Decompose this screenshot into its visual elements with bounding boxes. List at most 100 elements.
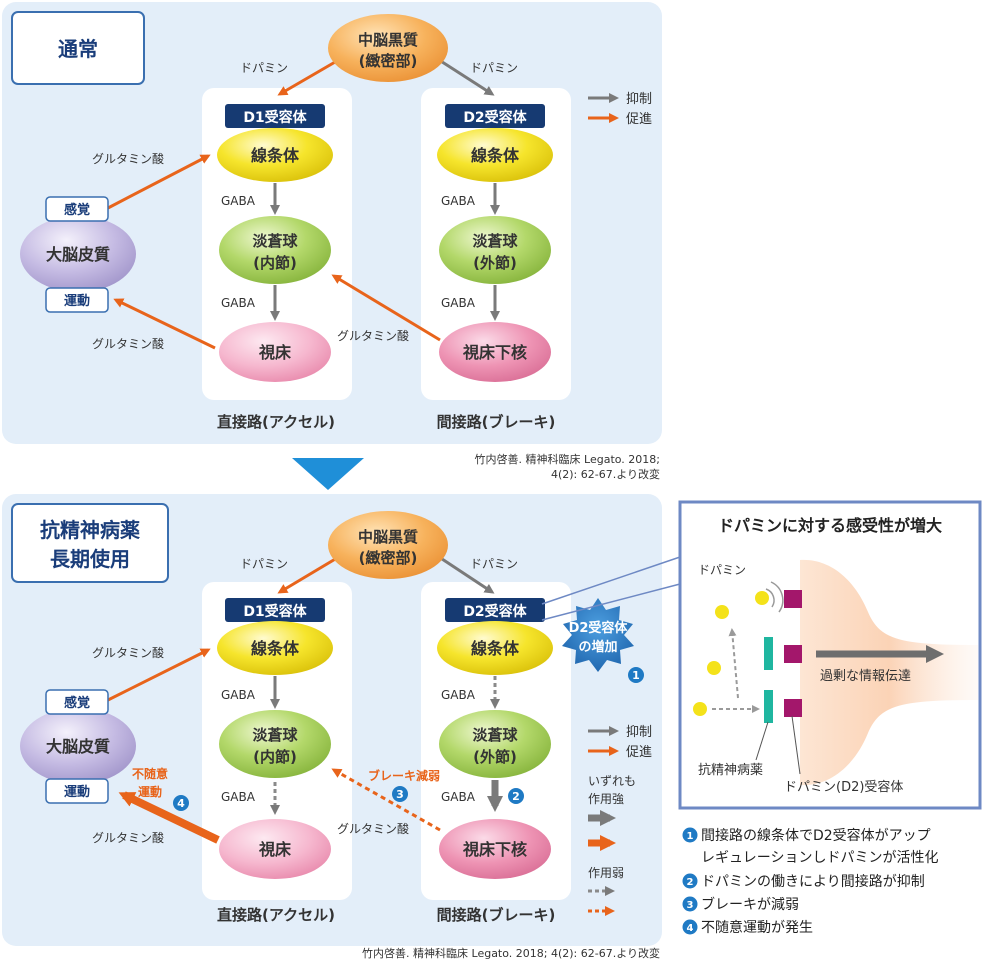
d1-receptor-label-2: D1受容体 [243,603,307,620]
note-3-badge-label: 3 [687,900,694,911]
dopamine-label-left-2: ドパミン [240,557,288,571]
glutamate-arrow-cortex-striatum-2 [107,648,211,702]
glutamate-label-stn: グルタミン酸 [337,328,409,343]
striatum-indirect-node-2 [437,621,553,675]
sensory-label: 感覚 [64,202,90,218]
antipsychotic-block-1 [764,637,773,670]
badge-2 [508,788,524,804]
signal-wave-outer [770,581,784,613]
motor-label: 運動 [64,293,90,309]
receptor-pointer [791,715,801,775]
glutamate-arrow-thalamus-cortex [113,298,216,350]
sensory-box-2 [45,689,109,715]
substantia-nigra-node-2 [328,511,448,579]
dopamine-molecule-2 [755,591,769,605]
striatum-indirect-node [437,128,553,182]
legend-strong-line2: 作用強 [588,792,624,806]
note-1-line2: レギュレーションしドパミンが活性化 [701,850,938,866]
involuntary-label-line1: 不随意 [132,766,168,781]
inset-title: ドパミンに対する感受性が増大 [718,516,942,535]
citation-2: 竹内啓善. 精神科臨床 Legato. 2018; 4(2): 62-67.より… [362,946,660,960]
glutamate-arrow-thalamus-cortex-2 [118,791,220,844]
legend-inhibit-label: 抑制 [626,92,652,107]
gpi-node-2 [219,710,331,778]
antipsychotic-pointer [755,721,769,761]
glutamate-label-bottom: グルタミン酸 [92,336,164,351]
snc-label-line2: (緻密部) [359,52,418,70]
stn-label-2: 視床下核 [462,840,527,859]
d2-receptor-label: D2受容体 [463,109,527,126]
note-2-badge [682,873,698,889]
dopamine-label-right: ドパミン [470,61,518,75]
striatum-direct-node [217,128,333,182]
striatum-direct-label: 線条体 [251,146,300,165]
receptor-3 [784,699,802,717]
indirect-pathway-label-2: 間接路(ブレーキ) [437,906,556,924]
gaba-label-2-3: GABA [441,688,476,702]
d2-receptor-label-box-2 [445,598,545,622]
thalamus-node [219,322,331,382]
note-4-line: 不随意運動が発生 [701,919,813,936]
d1-receptor-label: D1受容体 [243,109,307,126]
substantia-nigra-node [328,14,448,82]
receptor-1 [784,590,802,608]
title-box-2 [11,503,169,583]
legend-inhibit-label-2: 抑制 [626,725,652,740]
page-title: 通常 [58,37,98,61]
inset-connector-top [541,556,681,605]
note-2-line: ドパミンの働きにより間接路が抑制 [701,873,925,890]
gaba-label-4: GABA [441,296,476,310]
cortex-label: 大脳皮質 [46,245,110,264]
dopamine-arrow-d1-2 [277,553,343,594]
snc-label-line1: 中脳黒質 [358,31,418,49]
inset-dopamine-label: ドパミン [698,563,746,577]
excess-signal-label: 過剰な情報伝達 [820,669,911,684]
dopamine-molecule-3 [707,661,721,675]
title-box [11,11,145,85]
d2-increase-line1: D2受容体 [569,620,629,636]
gaba-label-2: GABA [221,296,256,310]
note-2-badge-label: 2 [687,877,694,888]
badge-2-label: 2 [512,790,520,803]
d2-receptor-label-box [445,104,545,128]
snc-label-2-line2: (緻密部) [359,549,418,567]
stn-node-2 [439,819,551,879]
gpi-label-line1: 淡蒼球 [252,232,298,250]
dopamine-arrow-d2 [435,56,495,96]
badge-3 [392,786,408,802]
citation-1-line2: 4(2): 62-67.より改変 [551,467,660,481]
thalamus-label: 視床 [258,343,292,362]
citation-1-line1: 竹内啓善. 精神科臨床 Legato. 2018; [475,452,660,466]
page-title-2-line1: 抗精神病薬 [40,518,140,542]
gpe-label-line1: 淡蒼球 [472,232,518,250]
transition-arrow [292,458,364,490]
stn-node [439,322,551,382]
indirect-pathway-label: 間接路(ブレーキ) [437,413,556,431]
badge-1-label: 1 [632,669,640,682]
note-1-line1: 間接路の線条体でD2受容体がアップ [701,827,931,844]
glutamate-label-bottom-2: グルタミン酸 [92,830,164,845]
receptor-2 [784,645,802,663]
note-4-badge-label: 4 [687,923,694,934]
legend-strong-line1: いずれも [588,774,636,788]
gpe-label-line2: (外節) [473,254,517,272]
cortex-label-2: 大脳皮質 [46,737,110,756]
badge-1 [628,667,644,683]
thalamus-node-2 [219,819,331,879]
motor-box [45,287,109,313]
legend-promote-label-2: 促進 [626,745,652,760]
gaba-label-1: GABA [221,194,256,208]
glutamate-label-stn-2: グルタミン酸 [337,821,409,836]
striatum-direct-label-2: 線条体 [251,639,300,658]
gpi-label-line2: (内節) [253,254,297,272]
dopamine-label-right-2: ドパミン [470,557,518,571]
direct-pathway-label: 直接路(アクセル) [217,413,335,431]
glutamate-label-top-2: グルタミン酸 [92,645,164,660]
striatum-direct-node-2 [217,621,333,675]
striatum-indirect-label: 線条体 [471,146,520,165]
dopamine-molecule-4 [693,702,707,716]
gpe-label-2-line1: 淡蒼球 [472,726,518,744]
gaba-label-2-4: GABA [441,790,476,804]
legend-weak-label: 作用弱 [588,866,624,880]
glutamate-label-top: グルタミン酸 [92,151,164,166]
